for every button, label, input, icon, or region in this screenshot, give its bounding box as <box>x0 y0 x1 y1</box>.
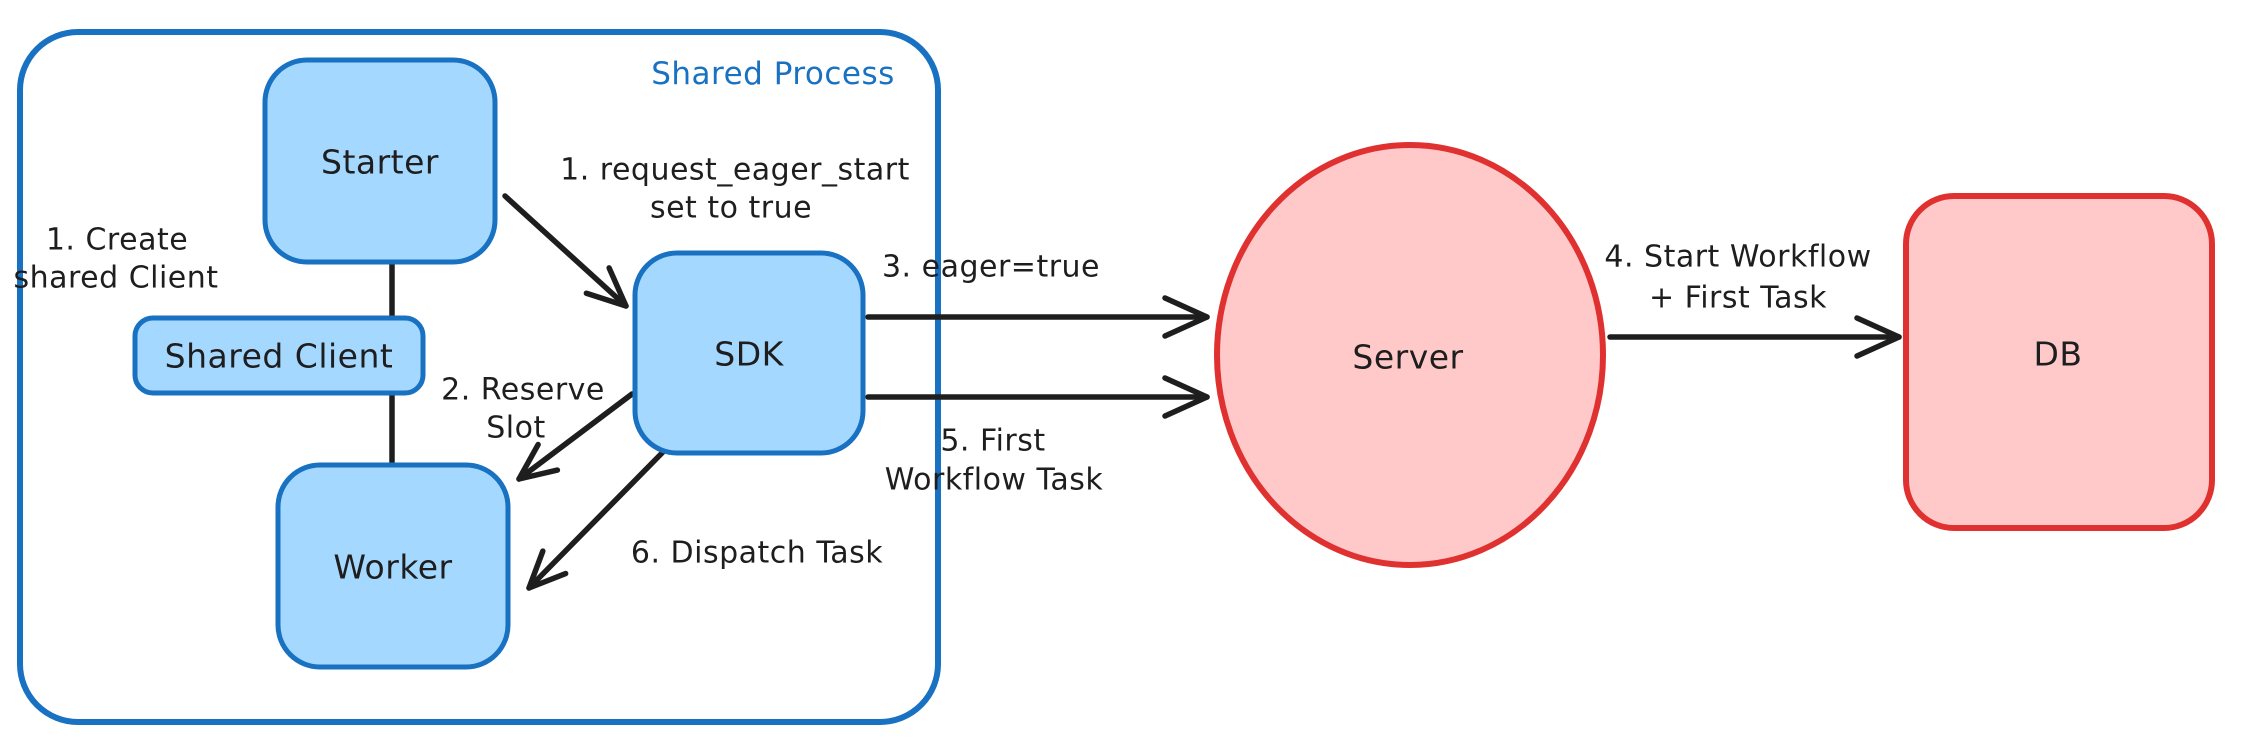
arrowhead-icon <box>526 548 569 591</box>
annotation-eager-true: 3. eager=true <box>882 250 1100 285</box>
db-label: DB <box>2033 335 2082 374</box>
worker-box <box>275 462 511 670</box>
server-node: Server <box>1214 142 1606 568</box>
starter-to-sdk-arrow <box>502 193 629 309</box>
shared-process-label: Shared Process <box>651 56 895 92</box>
annotation-line: 5. First <box>940 424 1045 459</box>
arrowhead-icon <box>1162 375 1210 419</box>
server-to-db-arrow <box>1607 315 1902 359</box>
annotation-start-workflow: 4. Start Workflow + First Task <box>1604 240 1871 316</box>
worker-label: Worker <box>333 548 452 587</box>
annotation-line: Slot <box>486 411 546 446</box>
annotation-line: Workflow Task <box>885 463 1104 498</box>
annotation-dispatch-task: 6. Dispatch Task <box>631 536 883 571</box>
annotation-line: 2. Reserve <box>441 373 605 408</box>
db-box <box>1903 193 2215 531</box>
sdk-label: SDK <box>714 335 784 374</box>
annotation-line: 3. eager=true <box>882 250 1100 285</box>
shared-client-box <box>132 315 426 396</box>
annotation-line: 4. Start Workflow <box>1604 240 1871 275</box>
arrowhead-icon <box>516 441 561 482</box>
annotation-line: 6. Dispatch Task <box>631 536 883 571</box>
starter-box <box>262 57 498 265</box>
sdk-node: SDK <box>632 250 866 456</box>
annotation-line: set to true <box>650 191 812 226</box>
worker-node: Worker <box>275 462 511 670</box>
annotation-reserve-slot: 2. Reserve Slot <box>441 373 605 446</box>
server-label: Server <box>1352 338 1463 377</box>
arrowhead-icon <box>1854 315 1902 359</box>
annotation-create-shared-client: 1. Create shared Client <box>13 223 218 296</box>
arrowhead-icon <box>1162 295 1210 339</box>
sdk-box <box>632 250 866 456</box>
annotation-line: 1. Create <box>46 223 188 258</box>
sdk-to-server-first-task-arrow <box>865 375 1210 419</box>
sdk-to-server-eager-arrow <box>865 295 1210 339</box>
arrowhead-icon <box>583 265 629 309</box>
starter-label: Starter <box>321 143 439 182</box>
annotation-line: shared Client <box>13 261 218 296</box>
server-circle <box>1214 142 1606 568</box>
annotation-request-eager-start: 1. request_eager_start set to true <box>560 153 910 226</box>
annotation-first-workflow-task: 5. First Workflow Task <box>885 424 1104 498</box>
shared-process-box <box>17 29 941 725</box>
annotation-line: + First Task <box>1649 281 1827 316</box>
db-node: DB <box>1903 193 2215 531</box>
starter-node: Starter <box>262 57 498 265</box>
sdk-to-worker-dispatch-arrow <box>526 449 666 591</box>
annotation-line: 1. request_eager_start <box>560 153 910 188</box>
shared-process-group: Shared Process <box>17 29 941 725</box>
shared-client-node: Shared Client <box>132 315 426 396</box>
shared-client-label: Shared Client <box>165 337 394 376</box>
sdk-to-worker-reserve-arrow <box>516 391 635 482</box>
